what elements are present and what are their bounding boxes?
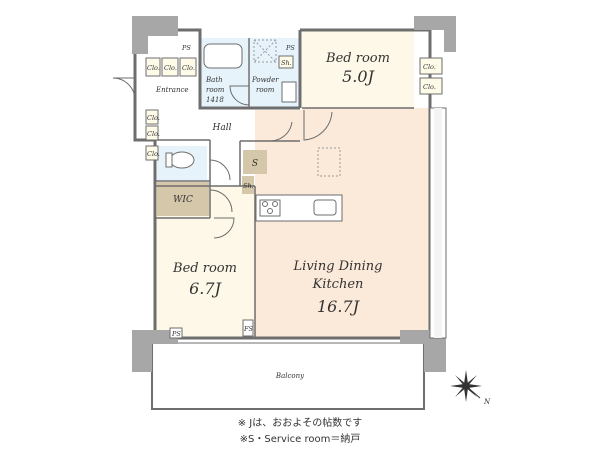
- entrance-label: Entrance: [155, 86, 189, 94]
- clo-label-3: Clo.: [182, 64, 195, 72]
- shelf-bath: [278, 55, 294, 69]
- ldk-name-line1: Living Dining: [293, 259, 383, 274]
- closet-entrance-2: [161, 57, 179, 77]
- powder-label-2: room: [256, 86, 275, 94]
- sink: [313, 199, 337, 216]
- closet-entrance-3: [179, 57, 197, 77]
- closet-hall-1: [145, 109, 159, 125]
- bathtub: [203, 43, 243, 69]
- compass-north: N: [483, 398, 491, 406]
- closet-bedroom-2: [419, 77, 443, 95]
- clo-label-7: Clo.: [423, 63, 436, 71]
- toilet: [169, 151, 195, 169]
- note-line-1: ※ Jは、おおよその帖数です: [237, 418, 363, 429]
- bedroom-left-name: Bed room: [172, 261, 237, 276]
- column-top-left: [132, 16, 178, 54]
- ldk-fill-main: [255, 110, 430, 338]
- clo-label-4: Clo.: [147, 114, 160, 122]
- sh-label-1: Sh.: [281, 59, 292, 67]
- bedroom-left-size: 6.7J: [189, 279, 222, 298]
- ldk-size: 16.7J: [317, 297, 361, 316]
- service-label: S: [252, 159, 258, 169]
- bedroom-top-size: 5.0J: [342, 67, 375, 86]
- washbasin: [281, 81, 297, 103]
- toilet-door: [209, 159, 231, 181]
- ldk-door: [269, 121, 293, 142]
- bath-label-2: room: [206, 86, 225, 94]
- clo-label-1: Clo.: [147, 64, 160, 72]
- balcony-area: [152, 343, 424, 409]
- wic-label: WIC: [173, 195, 193, 205]
- ps-label-1: PS: [181, 44, 191, 52]
- bedroom-top-door: [303, 110, 333, 141]
- sh-label-2: Sh.: [243, 182, 254, 190]
- note-line-2: ※S・Service room＝納戸: [239, 434, 361, 445]
- clo-label-6: Clo.: [147, 150, 160, 158]
- fs-box: [242, 319, 254, 337]
- powder-label-1: Powder: [251, 76, 279, 84]
- service-fill: [243, 150, 267, 174]
- compass-rose: [450, 370, 482, 402]
- column-top-right: [414, 16, 456, 52]
- shoebox-fill: [242, 176, 254, 194]
- wic-fill: [157, 182, 209, 216]
- entrance-door: [112, 77, 136, 101]
- closet-entrance-1: [145, 57, 161, 77]
- closet-hall-3: [145, 145, 159, 161]
- column-bottom-left: [132, 330, 178, 372]
- bath-label-1: Bath: [205, 76, 223, 84]
- bath-label-3: 1418: [206, 96, 224, 104]
- closet-hall-2: [145, 125, 159, 141]
- fs-label: FS: [243, 325, 254, 333]
- column-bottom-right: [400, 330, 446, 372]
- closet-bedroom-1: [419, 57, 443, 75]
- wic-door: [209, 189, 233, 213]
- clo-label-5: Clo.: [147, 130, 160, 138]
- clo-label-2: Clo.: [164, 64, 177, 72]
- balcony-label: Balcony: [275, 372, 305, 380]
- clo-label-8: Clo.: [423, 83, 436, 91]
- bedroom-left-door: [213, 217, 235, 239]
- bath-door: [229, 85, 250, 106]
- bedroom-top-name: Bed room: [325, 51, 390, 66]
- ps-label-3: PS: [171, 330, 181, 338]
- bedroom-top-fill: [302, 30, 414, 108]
- ps-box-bottom: [169, 327, 183, 339]
- ldk-name-line2: Kitchen: [312, 277, 364, 292]
- hall-label: Hall: [212, 123, 232, 133]
- ps-label-2: PS: [285, 44, 295, 52]
